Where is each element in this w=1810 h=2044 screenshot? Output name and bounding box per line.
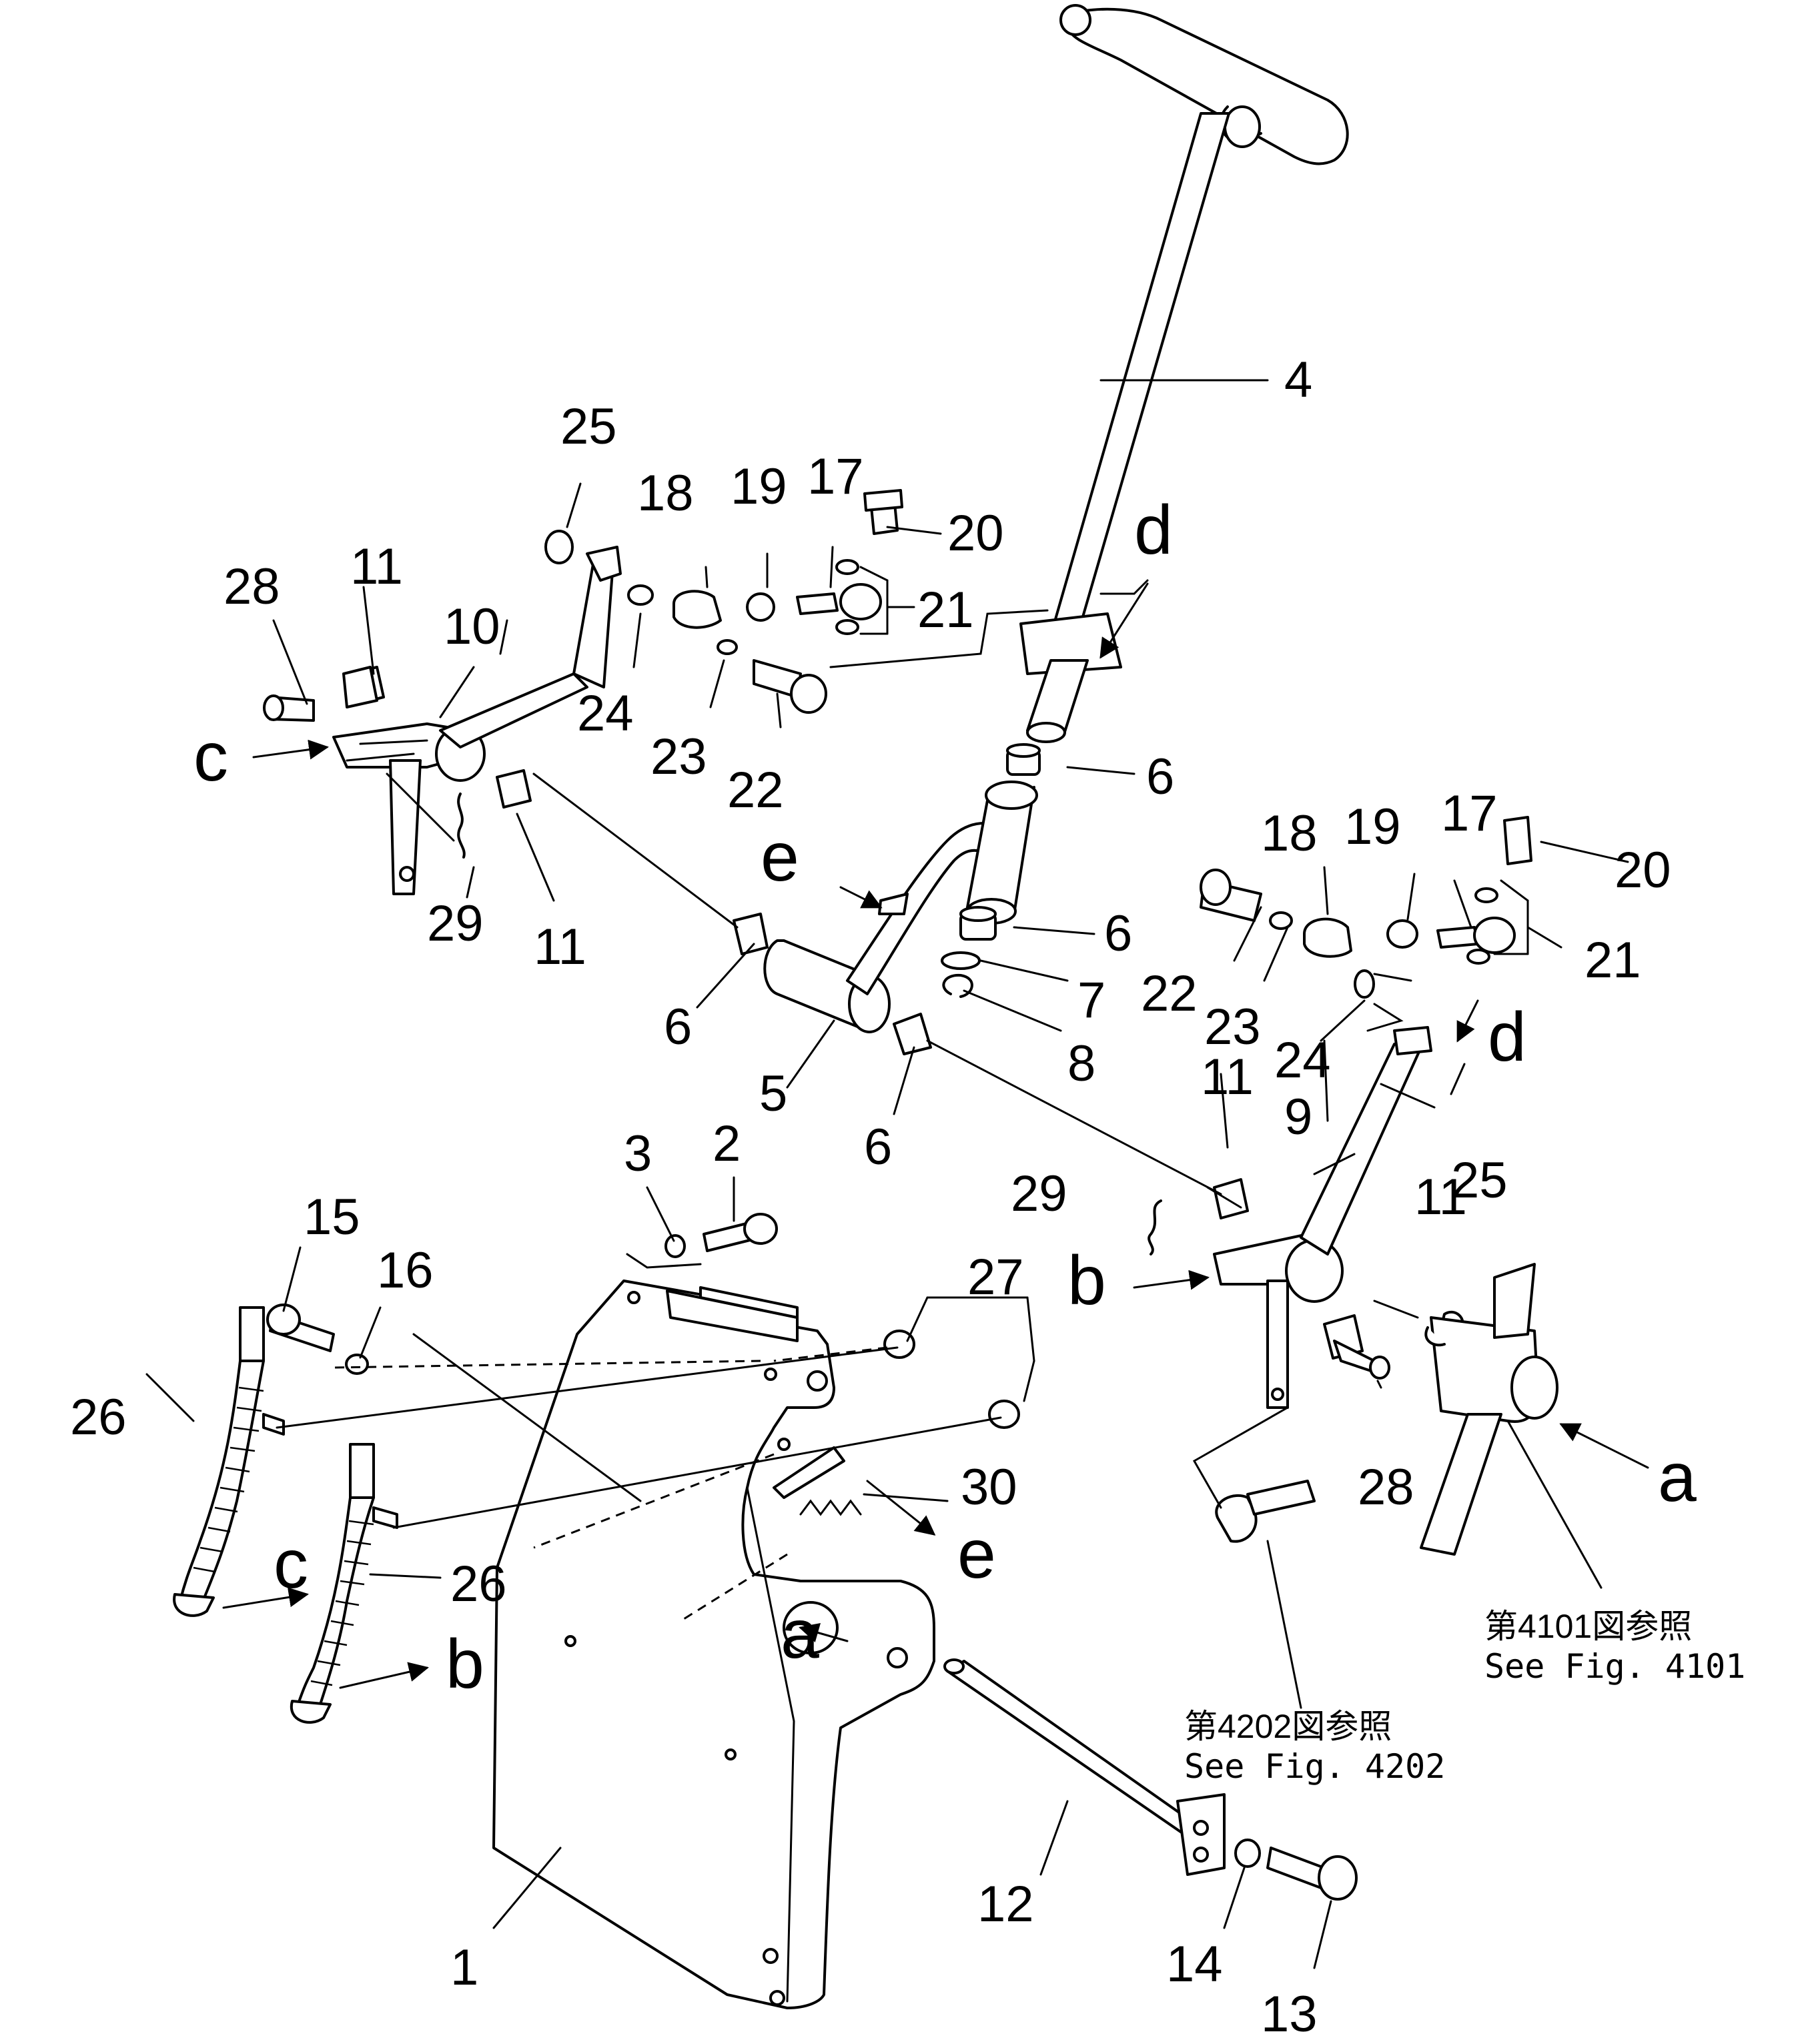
ref-fig-4202-jp: 第4202図参照 bbox=[1184, 1708, 1392, 1745]
letter-c-top: c bbox=[193, 718, 228, 796]
callout-24-right: 24 bbox=[1274, 1032, 1331, 1089]
leader-lines bbox=[276, 609, 1404, 1622]
callout-19-left: 19 bbox=[731, 458, 787, 515]
callout-10: 10 bbox=[444, 598, 500, 655]
callout-6-mid: 6 bbox=[1104, 905, 1132, 962]
letter-d-right: d bbox=[1488, 999, 1526, 1076]
callout-29-right: 29 bbox=[1011, 1165, 1067, 1222]
callout-22-right: 22 bbox=[1141, 965, 1198, 1022]
reference-bracket-a bbox=[1420, 1263, 1558, 1556]
left-lever-assembly bbox=[263, 530, 654, 895]
callout-29-left: 29 bbox=[427, 895, 484, 952]
callout-16: 16 bbox=[377, 1242, 434, 1299]
ref-fig-4101-jp: 第4101図参照 bbox=[1484, 1608, 1692, 1645]
callout-19-right: 19 bbox=[1344, 799, 1401, 855]
callout-30: 30 bbox=[961, 1459, 1017, 1516]
callout-27: 27 bbox=[967, 1249, 1024, 1306]
callout-labels: 1 2 3 4 5 6 6 6 6 7 8 9 10 11 11 11 11 1… bbox=[70, 352, 1671, 2043]
callout-23-right: 23 bbox=[1204, 999, 1261, 1055]
callout-28-left: 28 bbox=[223, 558, 280, 615]
reference-letters: c d e d b a c b e a bbox=[193, 492, 1697, 1703]
callout-leaders bbox=[145, 379, 1629, 1969]
letter-d-top: d bbox=[1134, 492, 1173, 569]
callout-2: 2 bbox=[713, 1115, 741, 1172]
callout-15: 15 bbox=[304, 1189, 360, 1245]
cables-26 bbox=[173, 1306, 1316, 1724]
letter-e-top: e bbox=[761, 819, 799, 896]
left-link-parts bbox=[672, 489, 903, 714]
callout-6-left: 6 bbox=[664, 999, 692, 1055]
callout-26-right: 26 bbox=[450, 1556, 507, 1612]
letter-b-right: b bbox=[1067, 1242, 1106, 1320]
letter-a-right: a bbox=[1658, 1439, 1697, 1516]
callout-6-bottom: 6 bbox=[864, 1119, 892, 1175]
callout-20-left: 20 bbox=[947, 505, 1004, 562]
spring bbox=[799, 1499, 862, 1516]
callout-9: 9 bbox=[1284, 1089, 1312, 1145]
t-handle-lever bbox=[1019, 4, 1349, 743]
callout-22-left: 22 bbox=[727, 762, 784, 819]
letter-a-center: a bbox=[781, 1596, 819, 1673]
callout-11-topleft: 11 bbox=[350, 538, 403, 595]
letter-e-bottom: e bbox=[957, 1516, 996, 1593]
callout-11-right: 11 bbox=[1201, 1049, 1254, 1105]
callout-24-left: 24 bbox=[577, 685, 634, 742]
letter-c-bottom: c bbox=[274, 1526, 308, 1603]
cross-shaft-assembly bbox=[763, 781, 1038, 1033]
callout-12: 12 bbox=[977, 1876, 1034, 1933]
callout-8: 8 bbox=[1067, 1035, 1095, 1092]
callout-25-left: 25 bbox=[560, 398, 617, 455]
callout-5: 5 bbox=[759, 1065, 787, 1122]
callout-17-left: 17 bbox=[807, 448, 864, 505]
nuts-27 bbox=[883, 1330, 1020, 1429]
callout-26-left: 26 bbox=[70, 1389, 127, 1446]
washers-center bbox=[941, 951, 981, 998]
callout-18-right: 18 bbox=[1261, 805, 1318, 862]
callout-13: 13 bbox=[1261, 1986, 1318, 2043]
callout-11-left: 11 bbox=[534, 919, 586, 975]
callout-4: 4 bbox=[1284, 352, 1312, 408]
bolt-washer-top bbox=[664, 1213, 778, 1258]
callout-20-right: 20 bbox=[1615, 842, 1671, 899]
callout-17-right: 17 bbox=[1441, 785, 1498, 842]
callout-11-farright: 11 bbox=[1414, 1169, 1467, 1225]
callout-28-right: 28 bbox=[1358, 1459, 1414, 1516]
bolt-washer-left bbox=[266, 1304, 369, 1375]
callout-7: 7 bbox=[1077, 972, 1105, 1029]
callout-23-left: 23 bbox=[650, 728, 707, 785]
callout-21-left: 21 bbox=[917, 582, 974, 638]
callout-1: 1 bbox=[450, 1939, 478, 1996]
figure-references: 第4101図参照 See Fig. 4101 第4202図参照 See Fig.… bbox=[1184, 1608, 1745, 1786]
right-link-parts bbox=[1200, 816, 1532, 999]
ref-fig-4101-en: See Fig. 4101 bbox=[1484, 1647, 1745, 1686]
callout-6-top: 6 bbox=[1146, 748, 1174, 805]
ref-fig-4202-en: See Fig. 4202 bbox=[1184, 1747, 1445, 1786]
callout-21-right: 21 bbox=[1585, 932, 1641, 989]
letter-b-bottom: b bbox=[446, 1626, 484, 1703]
control-stand-housing bbox=[492, 1280, 935, 2009]
callout-18-left: 18 bbox=[637, 465, 694, 522]
reference-arrows bbox=[222, 582, 1649, 1689]
right-lever-assembly bbox=[1148, 1026, 1464, 1409]
callout-14: 14 bbox=[1166, 1936, 1223, 1993]
callout-3: 3 bbox=[624, 1125, 652, 1182]
callout-25-right: 25 bbox=[1451, 1152, 1508, 1209]
lower-rod-assembly bbox=[943, 1658, 1358, 1901]
